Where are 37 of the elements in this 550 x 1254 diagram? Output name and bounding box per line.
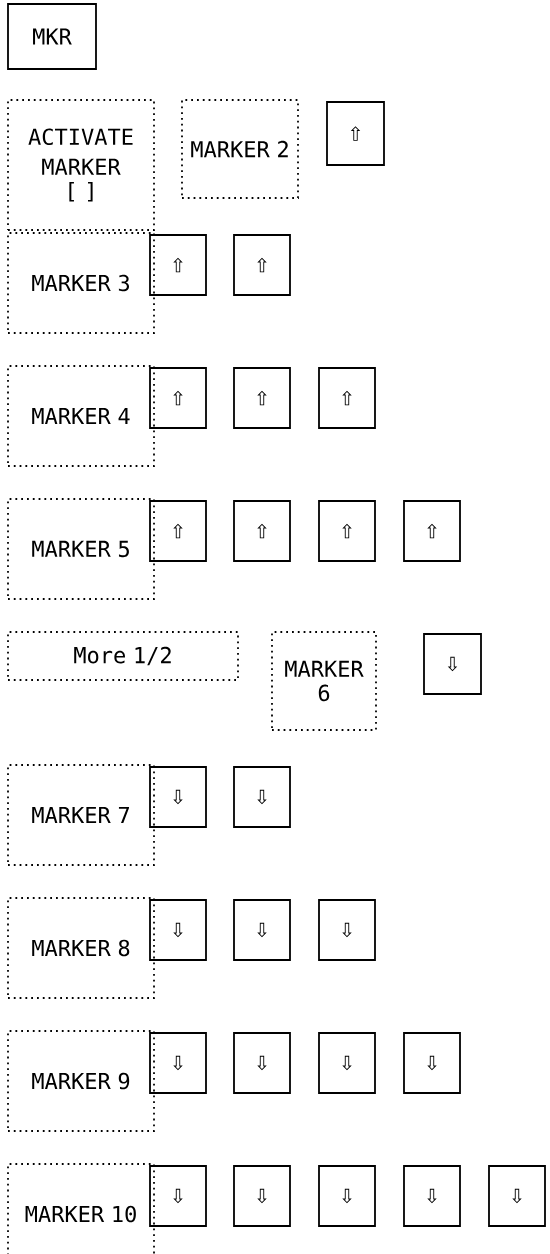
- softkey-box: MARKER 6: [271, 631, 377, 731]
- arrow-key-box: ⇩: [403, 1165, 461, 1227]
- arrow-key-box: ⇩: [233, 1165, 291, 1227]
- softkey-box: More 1/2: [7, 631, 239, 681]
- arrow-key-box: ⇩: [423, 633, 482, 695]
- arrow-key-box: ⇧: [326, 101, 385, 166]
- arrow-key-box: ⇩: [233, 899, 291, 961]
- softkey-box: MARKER 3: [7, 232, 155, 334]
- arrow-key-box: ⇩: [149, 1032, 207, 1094]
- softkey-box: MARKER 7: [7, 764, 155, 866]
- arrow-key-box: ⇩: [318, 1165, 376, 1227]
- arrow-key-box: ⇩: [318, 1032, 376, 1094]
- arrow-key-box: ⇧: [149, 500, 207, 562]
- arrow-key-box: ⇧: [233, 367, 291, 429]
- softkey-box: ACTIVATE MARKER [ ]: [7, 99, 155, 231]
- arrow-key-box: ⇩: [403, 1032, 461, 1094]
- arrow-key-box: ⇧: [403, 500, 461, 562]
- arrow-key-box: ⇧: [233, 234, 291, 296]
- softkey-box: MARKER 4: [7, 365, 155, 467]
- softkey-box: MARKER 9: [7, 1030, 155, 1132]
- arrow-key-box: ⇧: [318, 367, 376, 429]
- arrow-key-box: ⇧: [318, 500, 376, 562]
- arrow-key-box: ⇩: [149, 899, 207, 961]
- arrow-key-box: ⇩: [233, 1032, 291, 1094]
- arrow-key-box: ⇧: [149, 367, 207, 429]
- softkey-box: MARKER 10: [7, 1163, 155, 1254]
- softkey-box: MARKER 8: [7, 897, 155, 999]
- arrow-key-box: ⇩: [233, 766, 291, 828]
- arrow-key-box: ⇩: [149, 766, 207, 828]
- arrow-key-box: ⇧: [233, 500, 291, 562]
- arrow-key-box: ⇩: [318, 899, 376, 961]
- arrow-key-box: ⇩: [488, 1165, 546, 1227]
- arrow-key-box: ⇧: [149, 234, 207, 296]
- arrow-key-box: ⇩: [149, 1165, 207, 1227]
- key-box: MKR: [7, 3, 97, 70]
- softkey-box: MARKER 5: [7, 498, 155, 600]
- softkey-box: MARKER 2: [181, 99, 299, 199]
